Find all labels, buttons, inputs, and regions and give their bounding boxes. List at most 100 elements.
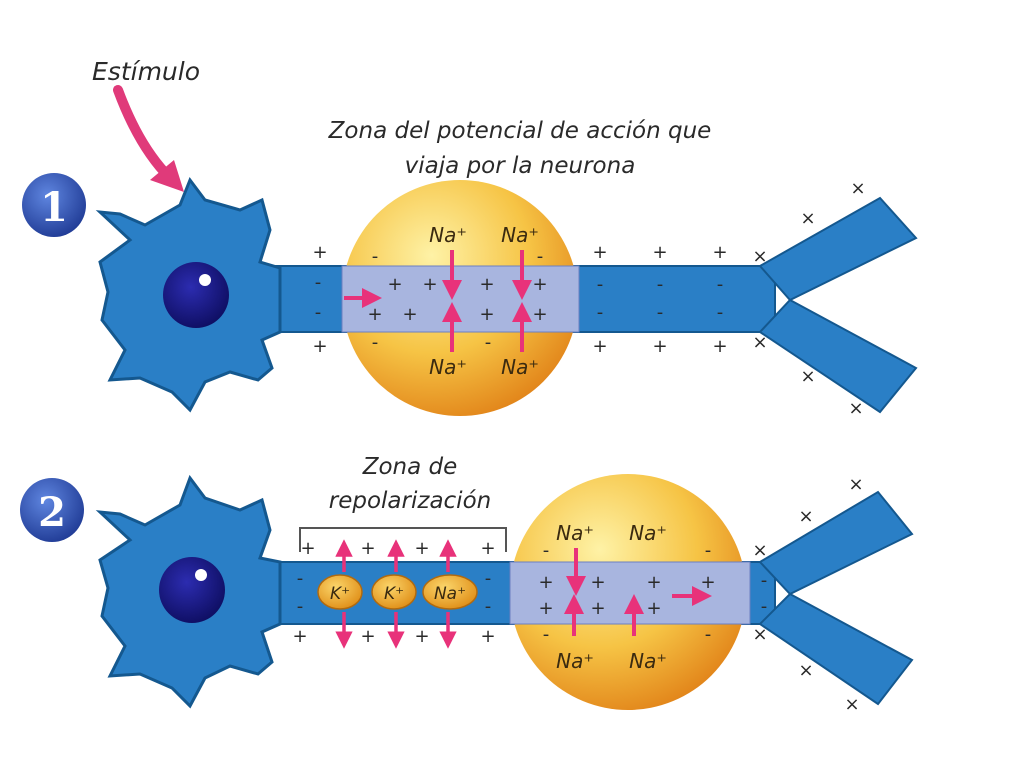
step-2-number: 2 — [38, 489, 66, 536]
plus-sign: + — [712, 336, 727, 357]
cross-sign: × — [848, 474, 863, 495]
nucleus-1 — [163, 262, 229, 328]
na-ion-label: Na⁺ — [556, 649, 594, 673]
cross-sign: × — [798, 660, 813, 681]
minus-sign: - — [543, 624, 550, 645]
action-zone-label-line2: viaja por la neurona — [405, 153, 636, 179]
plus-sign: + — [652, 336, 667, 357]
minus-sign: - — [372, 332, 379, 353]
minus-sign: - — [761, 596, 768, 617]
plus-sign: + — [592, 242, 607, 263]
cross-sign: × — [850, 178, 865, 199]
plus-sign: + — [646, 598, 661, 619]
neuron-1: 1 Na⁺ Na⁺ Na⁺ Na⁺ + + - - - - - — [22, 173, 918, 419]
plus-sign: + — [592, 336, 607, 357]
minus-sign: - — [315, 272, 322, 293]
cross-sign: × — [848, 398, 863, 419]
axon-2-branch-bottom — [758, 592, 914, 706]
nucleus-2-highlight — [195, 569, 207, 581]
minus-sign: - — [485, 332, 492, 353]
minus-sign: - — [717, 274, 724, 295]
minus-sign: - — [657, 302, 664, 323]
plus-sign: + — [414, 538, 429, 559]
plus-sign: + — [590, 598, 605, 619]
charge-signs-1: + + - - - - - - + + + + + + + + - - - - … — [312, 178, 865, 419]
minus-sign: - — [705, 540, 712, 561]
plus-sign: + — [646, 572, 661, 593]
minus-sign: - — [597, 274, 604, 295]
plus-sign: + — [480, 626, 495, 647]
plus-sign: + — [652, 242, 667, 263]
nucleus-1-highlight — [199, 274, 211, 286]
charge-signs-2: + + + + + + + + - - - - - - - - + + + + … — [292, 474, 863, 715]
plus-sign: + — [312, 242, 327, 263]
step-1-number: 1 — [40, 184, 68, 231]
plus-sign: + — [422, 274, 437, 295]
minus-sign: - — [761, 570, 768, 591]
cross-sign: × — [752, 540, 767, 561]
cross-sign: × — [752, 624, 767, 645]
cross-sign: × — [752, 246, 767, 267]
plus-sign: + — [479, 304, 494, 325]
minus-sign: - — [297, 596, 304, 617]
plus-sign: + — [300, 538, 315, 559]
plus-sign: + — [312, 336, 327, 357]
cross-sign: × — [798, 506, 813, 527]
na-ion-label: Na⁺ — [434, 584, 466, 604]
nucleus-2 — [159, 557, 225, 623]
step-2-badge — [20, 478, 84, 542]
plus-sign: + — [479, 274, 494, 295]
minus-sign: - — [485, 568, 492, 589]
plus-sign: + — [360, 538, 375, 559]
na-ion-label: Na⁺ — [556, 521, 594, 545]
plus-sign: + — [480, 538, 495, 559]
k-ion-label: K⁺ — [330, 584, 350, 604]
na-ion-label: Na⁺ — [429, 223, 467, 247]
neuron-2: 2 K⁺ K⁺ Na⁺ Na⁺ Na⁺ Na⁺ Na⁺ + + — [20, 474, 914, 715]
repolarization-label-line1: Zona de — [362, 454, 458, 480]
na-ion-label: Na⁺ — [501, 223, 539, 247]
minus-sign: - — [597, 302, 604, 323]
minus-sign: - — [372, 246, 379, 267]
plus-sign: + — [532, 274, 547, 295]
minus-sign: - — [297, 568, 304, 589]
plus-sign: + — [292, 626, 307, 647]
plus-sign: + — [402, 304, 417, 325]
plus-sign: + — [590, 572, 605, 593]
axon-2-branch-top — [758, 490, 914, 596]
minus-sign: - — [705, 624, 712, 645]
axon-1-branch-bottom — [758, 298, 918, 414]
minus-sign: - — [657, 274, 664, 295]
minus-sign: - — [315, 302, 322, 323]
plus-sign: + — [414, 626, 429, 647]
k-ion-label: K⁺ — [384, 584, 404, 604]
na-ion-label: Na⁺ — [629, 649, 667, 673]
repolarization-label-line2: repolarización — [329, 488, 491, 514]
axon-1-branch-top — [758, 196, 918, 302]
stimulus-arrow-head — [150, 160, 184, 192]
na-ion-label: Na⁺ — [429, 355, 467, 379]
cross-sign: × — [800, 366, 815, 387]
plus-sign: + — [387, 274, 402, 295]
minus-sign: - — [485, 596, 492, 617]
repolarization-bracket — [299, 527, 507, 552]
stimulus-arrow — [113, 85, 175, 183]
action-zone-label-line1: Zona del potencial de acción que — [328, 118, 712, 144]
minus-sign: - — [717, 302, 724, 323]
k-ion — [317, 574, 363, 610]
plus-sign: + — [538, 572, 553, 593]
minus-sign: - — [537, 246, 544, 267]
cross-sign: × — [844, 694, 859, 715]
minus-sign: - — [543, 540, 550, 561]
cross-sign: × — [752, 332, 767, 353]
na-ion — [422, 574, 478, 610]
plus-sign: + — [532, 304, 547, 325]
na-ion-label: Na⁺ — [629, 521, 667, 545]
cross-sign: × — [800, 208, 815, 229]
plus-sign: + — [700, 572, 715, 593]
stimulus-label: Estímulo — [92, 57, 200, 86]
plus-sign: + — [360, 626, 375, 647]
step-1-badge — [22, 173, 86, 237]
plus-sign: + — [538, 598, 553, 619]
